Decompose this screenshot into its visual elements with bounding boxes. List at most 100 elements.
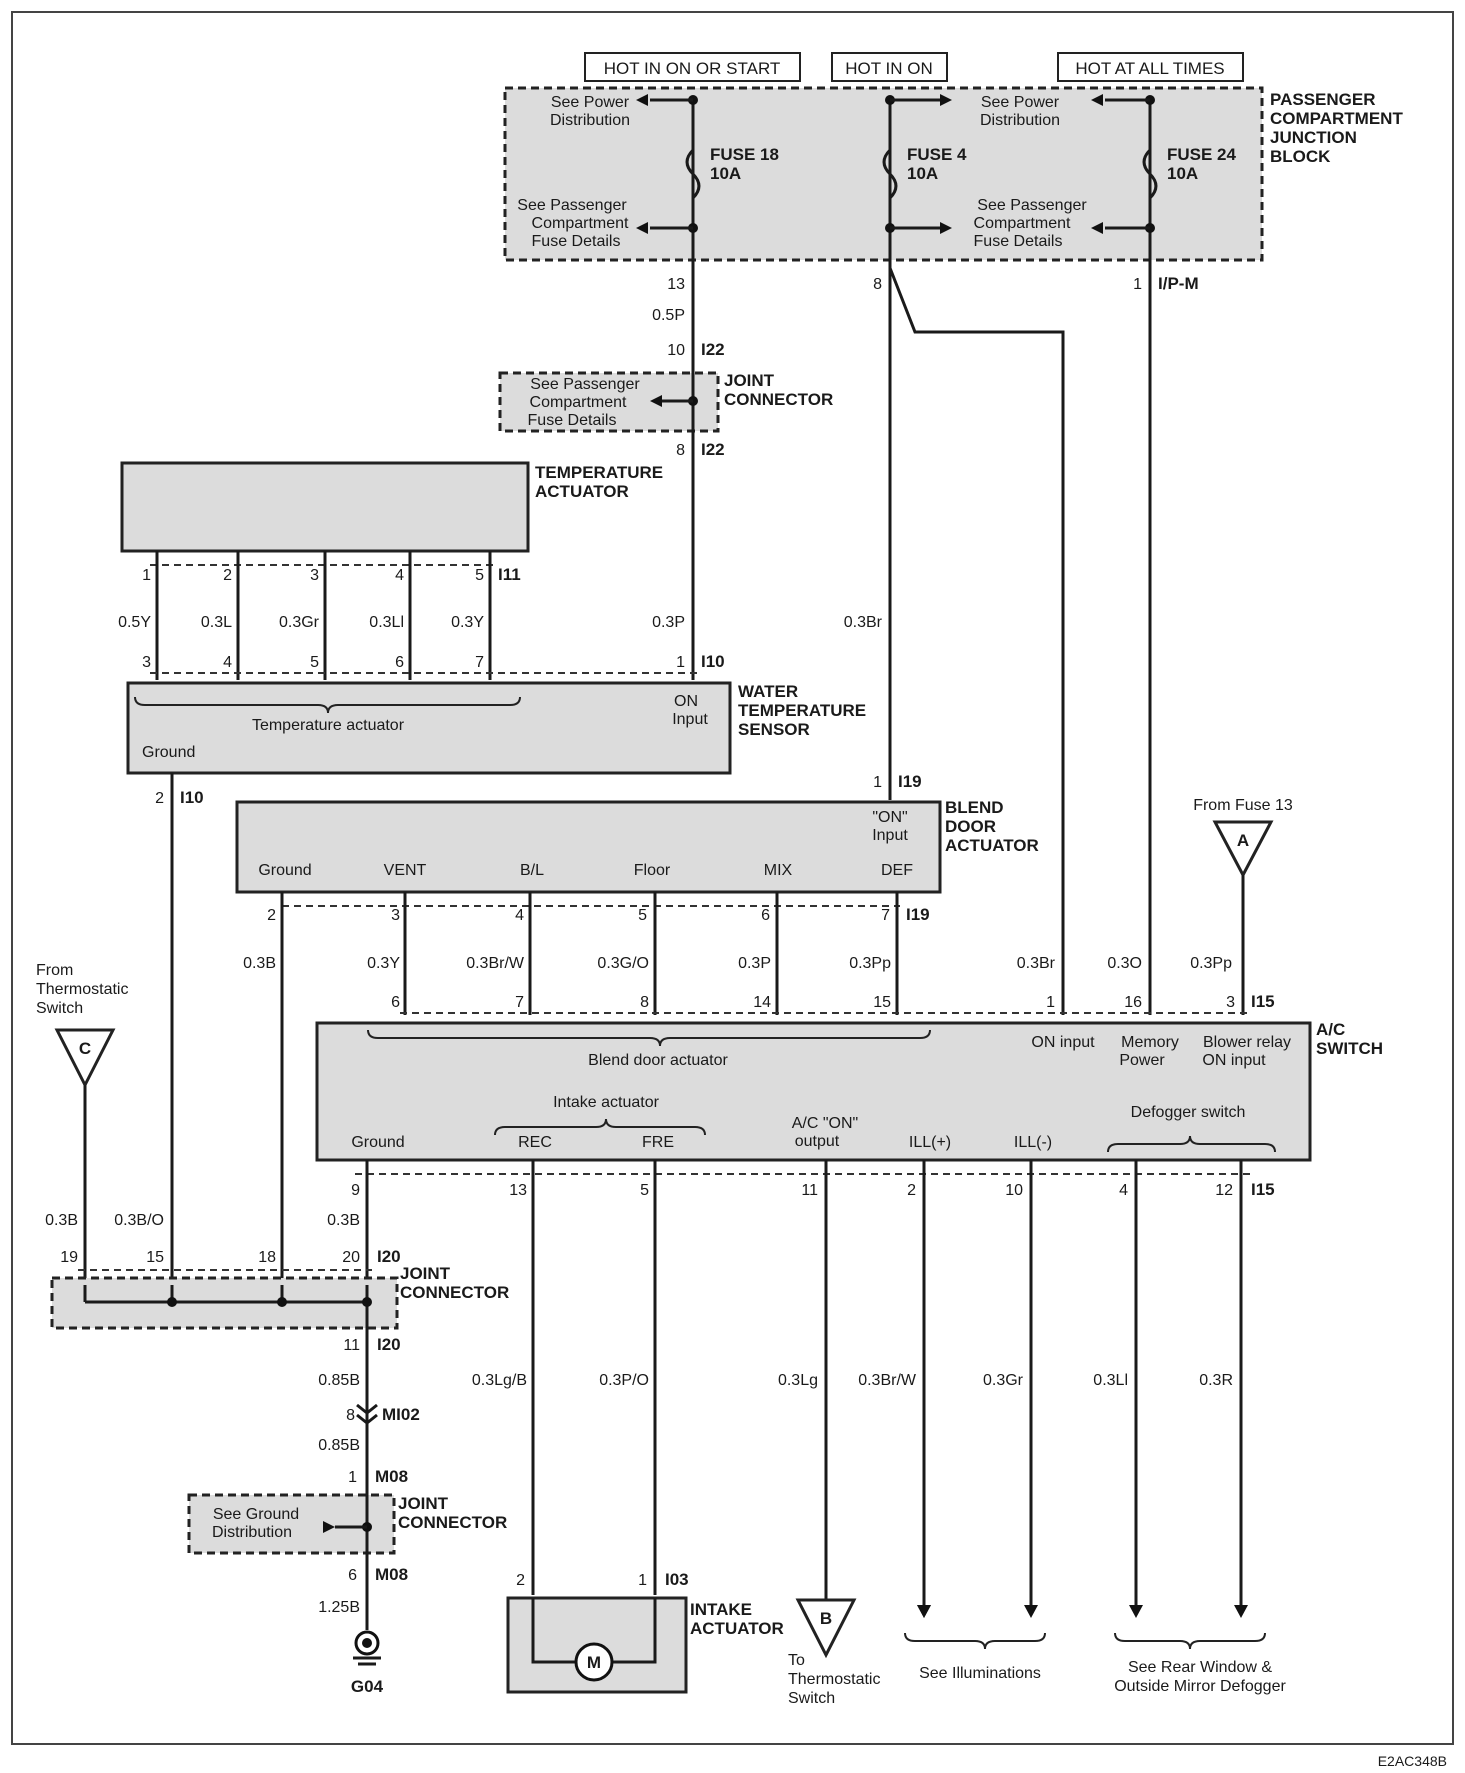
i19-pin-4: 4 bbox=[515, 907, 524, 924]
ac-on-input: ON input bbox=[1031, 1034, 1095, 1051]
connector-a-letter: A bbox=[1237, 831, 1249, 850]
i11-pin-5: 5 bbox=[475, 567, 484, 584]
m08-pin-1: 1 bbox=[348, 1469, 357, 1486]
see-defogger-1: See Rear Window & bbox=[1128, 1659, 1272, 1676]
i19-connector-bottom: I19 bbox=[906, 905, 930, 924]
i22-pin-8: 8 bbox=[676, 442, 685, 459]
junction-block-title-4: BLOCK bbox=[1270, 147, 1331, 166]
defogger-brace bbox=[1107, 1135, 1276, 1153]
see-fuse-details-right-3: Fuse Details bbox=[974, 233, 1063, 250]
mi02-connector: MI02 bbox=[382, 1405, 420, 1424]
blend-door-actuator bbox=[235, 800, 942, 894]
blend-label-floor: Floor bbox=[634, 862, 671, 879]
blend-door-title-2: DOOR bbox=[945, 817, 996, 836]
wire-label-03go: 0.3G/O bbox=[597, 955, 649, 972]
wire bbox=[612, 1598, 657, 1664]
i19-pin-2: 2 bbox=[267, 907, 276, 924]
wire-label-03y-vent: 0.3Y bbox=[367, 955, 400, 972]
arrow-head bbox=[1234, 1605, 1248, 1618]
junction-pin-8: 8 bbox=[873, 276, 882, 293]
fuse18-rating: 10A bbox=[710, 164, 741, 183]
ac-blower-relay-2: ON input bbox=[1202, 1052, 1266, 1069]
arrow-head bbox=[940, 94, 952, 106]
i19-connector-top: I19 bbox=[898, 772, 922, 791]
wire-label-03lgb: 0.3Lg/B bbox=[472, 1372, 527, 1389]
mi02-connector-symbol bbox=[356, 1403, 378, 1425]
ac-ill-minus: ILL(-) bbox=[1014, 1134, 1052, 1151]
connector-a-triangle bbox=[1212, 820, 1274, 879]
fuse24-symbol bbox=[1142, 148, 1158, 200]
wire-label-03lg: 0.3Lg bbox=[778, 1372, 818, 1389]
arrow-head bbox=[1091, 94, 1103, 106]
wire-label-03p-mix: 0.3P bbox=[738, 955, 771, 972]
water-sensor-ground-label: Ground bbox=[142, 744, 195, 761]
water-sensor-title-2: TEMPERATURE bbox=[738, 701, 866, 720]
blend-door-title-1: BLEND bbox=[945, 798, 1004, 817]
temp-actuator-title-2: ACTUATOR bbox=[535, 482, 629, 501]
to-thermo-3: Switch bbox=[788, 1690, 835, 1707]
ac-intake-label: Intake actuator bbox=[553, 1094, 660, 1111]
wire-label-03gr-ill: 0.3Gr bbox=[983, 1372, 1024, 1389]
header-hot-on-start: HOT IN ON OR START bbox=[604, 59, 781, 78]
temp-actuator-brace bbox=[134, 696, 521, 714]
ac-on-output-1: A/C "ON" bbox=[792, 1115, 858, 1132]
i22-text-3: Fuse Details bbox=[528, 412, 617, 429]
from-thermo-2: Thermostatic bbox=[36, 981, 128, 998]
mi02-pin-8: 8 bbox=[346, 1407, 355, 1424]
arrow-head bbox=[636, 94, 648, 106]
i10-pin-3: 3 bbox=[142, 654, 151, 671]
blend-on-input-2: Input bbox=[872, 827, 908, 844]
wire-label-05p: 0.5P bbox=[652, 307, 685, 324]
i03-pin-2: 2 bbox=[516, 1572, 525, 1589]
blend-door-brace bbox=[367, 1029, 931, 1047]
i20-title-1: JOINT bbox=[400, 1264, 451, 1283]
ac-switch-title-1: A/C bbox=[1316, 1020, 1345, 1039]
blend-door-title-3: ACTUATOR bbox=[945, 836, 1039, 855]
ac-memory-power-1: Memory bbox=[1121, 1034, 1179, 1051]
see-defogger-2: Outside Mirror Defogger bbox=[1114, 1678, 1286, 1695]
ac-fre-label: FRE bbox=[642, 1134, 674, 1151]
i15-pin-15: 15 bbox=[873, 994, 891, 1011]
wire-label-03br-blend: 0.3Br bbox=[844, 614, 883, 631]
i22-connector-bottom: I22 bbox=[701, 440, 725, 459]
wire-label-03r: 0.3R bbox=[1199, 1372, 1233, 1389]
i22-text-2: Compartment bbox=[530, 394, 627, 411]
i15-pin-4: 4 bbox=[1119, 1182, 1128, 1199]
i20-pin-20: 20 bbox=[342, 1249, 360, 1266]
temp-actuator-label: Temperature actuator bbox=[252, 717, 405, 734]
i22-text-1: See Passenger bbox=[530, 376, 640, 393]
wire-label-03brw: 0.3Br/W bbox=[466, 955, 525, 972]
junction-dot bbox=[362, 1297, 372, 1307]
i15-pin-8: 8 bbox=[640, 994, 649, 1011]
wire-label-03po: 0.3P/O bbox=[599, 1372, 649, 1389]
i22-title-2: CONNECTOR bbox=[724, 390, 833, 409]
ac-blower-relay-1: Blower relay bbox=[1203, 1034, 1291, 1051]
i15-pin-12: 12 bbox=[1215, 1182, 1233, 1199]
junction-dot bbox=[277, 1297, 287, 1307]
wire-label-03o: 0.3O bbox=[1107, 955, 1142, 972]
arrow-head bbox=[323, 1521, 335, 1533]
i15-pin-7: 7 bbox=[515, 994, 524, 1011]
blend-label-mix: MIX bbox=[764, 862, 793, 879]
see-fuse-details-left-2: Compartment bbox=[532, 215, 629, 232]
illumination-brace bbox=[904, 1632, 1046, 1650]
i22-connector-top: I22 bbox=[701, 340, 725, 359]
i10-pin-1: 1 bbox=[676, 654, 685, 671]
ground-g04: G04 bbox=[351, 1677, 384, 1696]
arrow-head bbox=[1091, 222, 1103, 234]
ac-switch-title-2: SWITCH bbox=[1316, 1039, 1383, 1058]
joint-connector-m08 bbox=[187, 1493, 396, 1555]
wire-label-03pp-blower: 0.3Pp bbox=[1190, 955, 1232, 972]
wire-label-03pp-def: 0.3Pp bbox=[849, 955, 891, 972]
i19-pin-7: 7 bbox=[881, 907, 890, 924]
i19-pin-6: 6 bbox=[761, 907, 770, 924]
blend-label-bl: B/L bbox=[520, 862, 544, 879]
fuse4-symbol bbox=[882, 148, 898, 200]
i20-connector-bottom: I20 bbox=[377, 1335, 401, 1354]
i15-pin-16: 16 bbox=[1124, 994, 1142, 1011]
i22-title-1: JOINT bbox=[724, 371, 775, 390]
ac-switch bbox=[315, 1021, 1312, 1162]
i11-connector: I11 bbox=[498, 565, 521, 584]
m08-connector-bottom: M08 bbox=[375, 1565, 408, 1584]
